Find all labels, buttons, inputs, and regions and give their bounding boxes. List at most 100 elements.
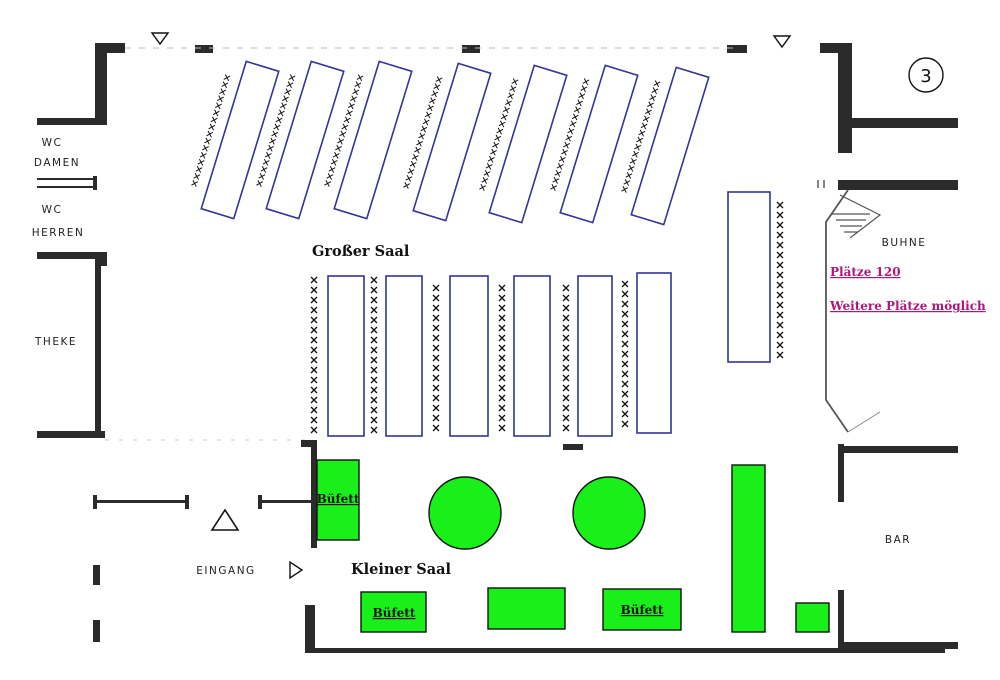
theke-label: THEKE xyxy=(34,336,77,348)
chair-mark xyxy=(310,296,318,304)
wall-left-upper xyxy=(95,43,107,123)
chair-mark xyxy=(776,281,784,289)
chair-mark xyxy=(498,334,506,342)
wall-right-upper xyxy=(838,43,852,153)
chair-mark xyxy=(310,276,318,284)
chair-mark xyxy=(562,384,570,392)
chair-columns xyxy=(310,201,784,434)
chair-mark xyxy=(498,404,506,412)
chair-mark xyxy=(310,376,318,384)
table xyxy=(265,60,345,220)
wall-right-room-top xyxy=(838,118,958,128)
wc-damen-label-line1: WC xyxy=(42,137,63,149)
chair-mark xyxy=(776,351,784,359)
wall-bar-lower xyxy=(838,590,844,650)
wall-bar-bottom xyxy=(838,642,958,649)
wall-post xyxy=(563,444,583,450)
table xyxy=(727,191,771,363)
wall-left-lower xyxy=(93,620,100,642)
chair-mark xyxy=(621,420,629,428)
grosser-saal-label: Großer Saal xyxy=(312,243,410,260)
slanted-table-group: ✕✕✕✕✕✕✕✕✕✕✕✕✕✕✕✕ xyxy=(619,66,710,226)
chair-mark xyxy=(370,366,378,374)
chair-mark xyxy=(310,306,318,314)
slanted-table-rows: ✕✕✕✕✕✕✕✕✕✕✕✕✕✕✕✕ ✕✕✕✕✕✕✕✕✕✕✕✕✕✕✕✕ ✕✕✕✕✕✕… xyxy=(189,60,710,226)
chair-mark xyxy=(562,344,570,352)
chair-mark xyxy=(621,330,629,338)
chair-mark xyxy=(621,340,629,348)
chair-mark xyxy=(370,286,378,294)
chair-mark xyxy=(310,366,318,374)
room-labels: WC DAMEN WC HERREN THEKE BUHNE BAR EINGA… xyxy=(32,137,986,620)
chair-mark xyxy=(310,406,318,414)
wall-wc-top xyxy=(37,118,107,125)
chair-mark xyxy=(432,404,440,412)
buffet-table xyxy=(602,588,682,631)
chair-mark xyxy=(498,344,506,352)
chair-mark xyxy=(432,334,440,342)
entrance-arrow-icon xyxy=(289,560,304,580)
chair-mark xyxy=(498,284,506,292)
wall-stage-top xyxy=(838,180,958,190)
chair-mark xyxy=(370,426,378,434)
slanted-table-group: ✕✕✕✕✕✕✕✕✕✕✕✕✕✕✕✕ xyxy=(322,60,413,220)
wc-herren-label-line1: WC xyxy=(42,204,63,216)
chair-mark xyxy=(498,374,506,382)
chair-mark xyxy=(310,386,318,394)
stage-line xyxy=(847,411,881,433)
wall-left-lower xyxy=(93,565,100,585)
chair-mark xyxy=(776,301,784,309)
chair-mark xyxy=(498,324,506,332)
buffet-label: Büfett xyxy=(621,603,664,617)
chair-column xyxy=(498,284,506,432)
chair-mark xyxy=(498,414,506,422)
chair-mark xyxy=(498,314,506,322)
chair-mark xyxy=(432,314,440,322)
wall-wc-divider xyxy=(37,186,97,188)
chair-mark xyxy=(310,316,318,324)
chair-column xyxy=(310,276,318,434)
chair-mark xyxy=(498,304,506,312)
theke-counter xyxy=(95,262,101,437)
plan-number-circle xyxy=(908,57,944,93)
chair-mark xyxy=(370,276,378,284)
chair-mark xyxy=(432,384,440,392)
chair-mark xyxy=(370,386,378,394)
stage-edge xyxy=(825,189,849,433)
chair-column xyxy=(370,276,378,434)
chair-mark xyxy=(562,394,570,402)
wc-damen-label-line2: DAMEN xyxy=(34,157,80,169)
chair-mark xyxy=(621,280,629,288)
chair-mark xyxy=(562,404,570,412)
seating-note: Weitere Plätze möglich xyxy=(829,299,986,313)
wall-top-segment xyxy=(727,45,747,53)
chair-mark xyxy=(498,384,506,392)
chair-mark xyxy=(621,320,629,328)
chair-mark xyxy=(776,201,784,209)
chair-mark xyxy=(621,290,629,298)
chair-mark xyxy=(776,291,784,299)
chair-mark xyxy=(562,424,570,432)
chair-mark xyxy=(370,326,378,334)
chair-mark xyxy=(310,416,318,424)
chair-mark xyxy=(562,294,570,302)
chair-mark xyxy=(562,304,570,312)
buehne-label: BUHNE xyxy=(882,237,927,249)
chair-mark xyxy=(432,344,440,352)
plan-number-badge: 3 xyxy=(908,57,944,93)
chair-mark xyxy=(432,424,440,432)
wall-wc-bottom xyxy=(37,252,107,259)
table xyxy=(333,60,413,220)
chair-mark xyxy=(310,426,318,434)
plan-number: 3 xyxy=(920,66,931,87)
chair-mark xyxy=(432,324,440,332)
slanted-table-group: ✕✕✕✕✕✕✕✕✕✕✕✕✕✕✕✕ xyxy=(254,60,345,220)
stage-steps-outline xyxy=(839,194,882,239)
wall-bar-top xyxy=(838,446,958,453)
partition-post xyxy=(185,495,189,509)
table xyxy=(488,64,568,224)
straight-table-rows xyxy=(310,191,784,437)
chair-mark xyxy=(776,271,784,279)
table xyxy=(327,275,365,437)
